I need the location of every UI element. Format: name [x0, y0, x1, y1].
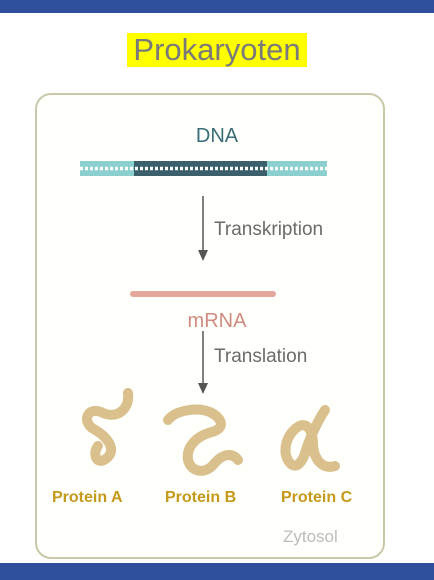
dna-label: DNA — [195, 125, 239, 147]
translation-arrow — [198, 331, 208, 394]
diagram-title: Prokaryoten — [127, 33, 307, 67]
protein-c-label: Protein C — [281, 489, 353, 506]
transcription-arrow — [198, 196, 208, 261]
protein-b-label: Protein B — [165, 489, 237, 506]
top-banner — [0, 0, 434, 13]
transcription-label: Transkription — [214, 219, 324, 240]
bottom-banner — [0, 563, 434, 580]
protein-a-shape — [82, 388, 134, 466]
title-container: Prokaryoten — [0, 33, 434, 67]
cytosol-label: Zytosol — [283, 527, 338, 546]
protein-a-label: Protein A — [52, 489, 123, 506]
translation-label: Translation — [214, 346, 308, 367]
dna-strand — [80, 161, 327, 176]
protein-b-shape — [163, 404, 243, 476]
protein-c-shape — [280, 405, 340, 472]
mrna-label: mRNA — [187, 310, 247, 332]
